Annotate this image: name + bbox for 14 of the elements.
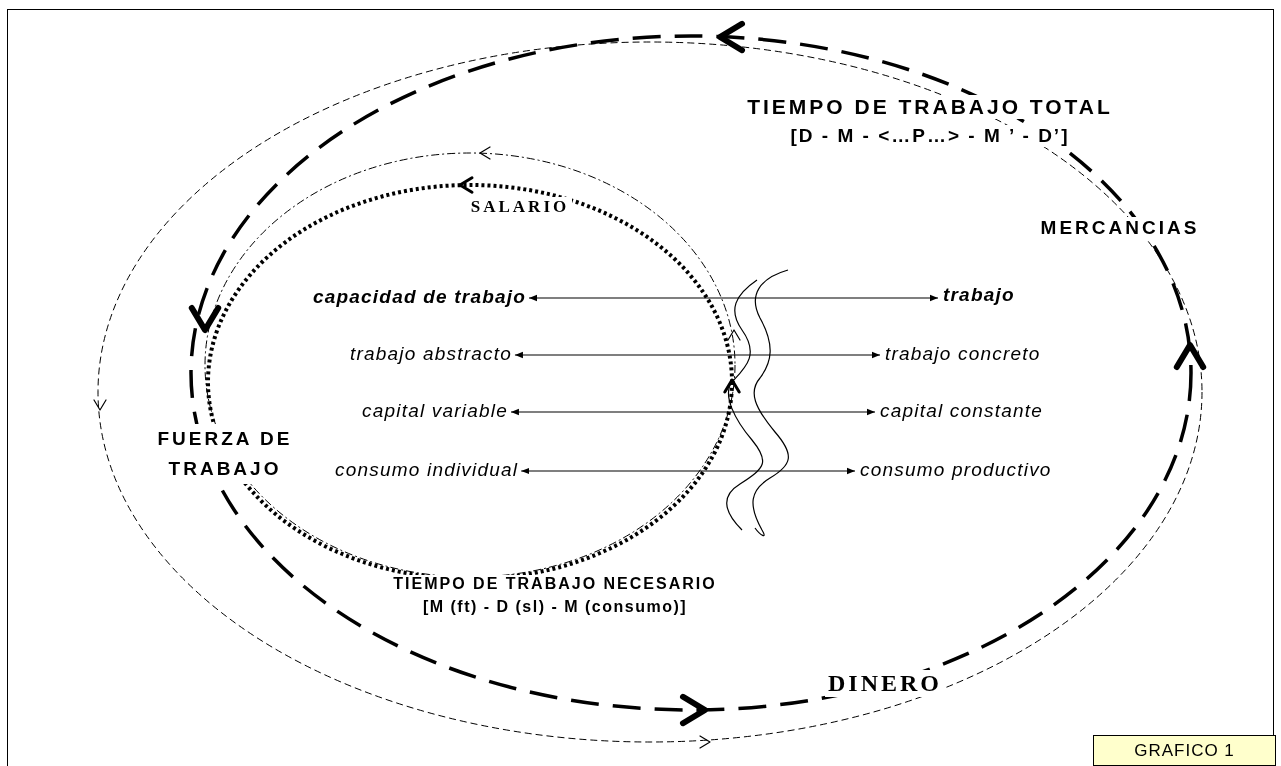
- figure-tag: GRAFICO 1: [1093, 735, 1276, 766]
- concept-text: consumo productivo: [860, 459, 1052, 481]
- double-arrow: [520, 467, 856, 475]
- double-arrow: [510, 408, 876, 416]
- double-arrow: [528, 294, 939, 302]
- concept-text: trabajo abstracto: [350, 343, 512, 365]
- double-arrow: [514, 351, 881, 359]
- concept-text: capacidad de trabajo: [313, 286, 526, 308]
- concept-text: capital variable: [362, 400, 508, 422]
- concept-text: trabajo concreto: [885, 343, 1041, 365]
- concept-text: consumo individual: [335, 459, 519, 481]
- concept-text: capital constante: [880, 400, 1043, 422]
- concept-text: trabajo: [943, 284, 1015, 306]
- cycle-label: DINERO: [825, 670, 945, 697]
